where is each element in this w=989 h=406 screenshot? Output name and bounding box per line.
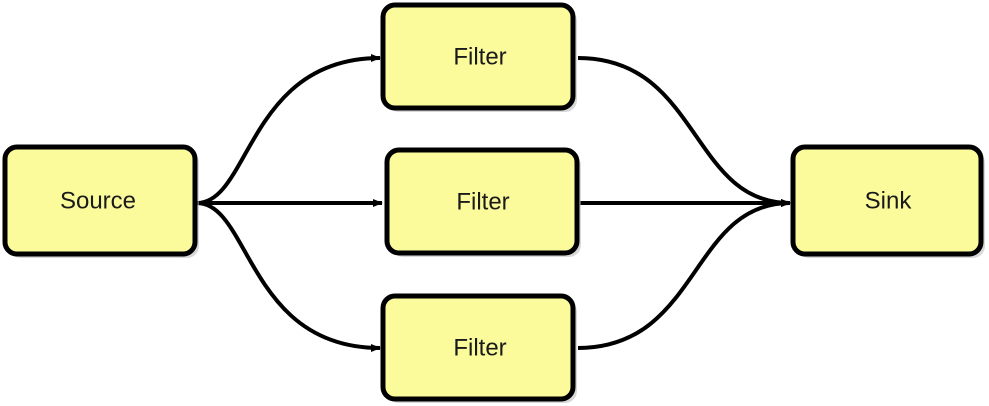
edge-source-to-filter-bottom xyxy=(196,201,381,352)
source-node: Source xyxy=(2,144,199,258)
edge-filter-top-to-sink xyxy=(577,56,791,207)
edge-source-to-filter-top xyxy=(196,54,381,205)
filter-bottom-label: Filter xyxy=(453,335,506,362)
source-label: Source xyxy=(60,188,136,215)
filter-node-middle: Filter xyxy=(384,147,581,257)
sink-node: Sink xyxy=(790,144,985,258)
filter-node-bottom: Filter xyxy=(380,293,577,403)
filter-middle-label: Filter xyxy=(456,189,509,216)
edge-filter-bottom-to-sink xyxy=(577,199,791,350)
filter-top-label: Filter xyxy=(453,44,506,71)
filter-node-top: Filter xyxy=(380,2,577,112)
sink-label: Sink xyxy=(865,188,913,215)
